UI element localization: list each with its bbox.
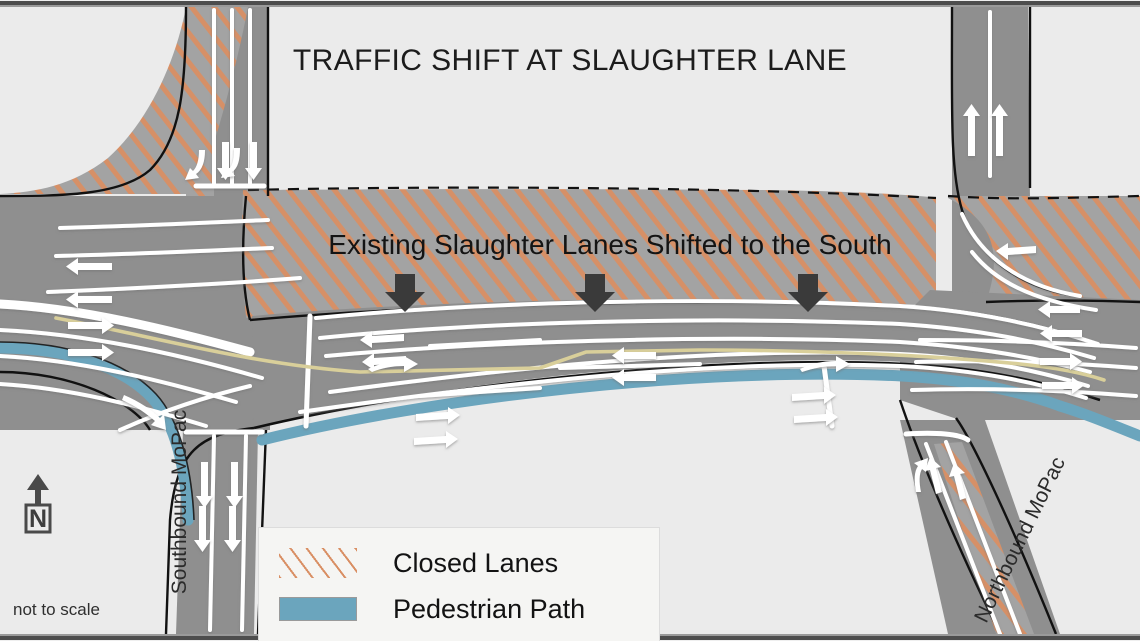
arrow-sb-south-4 bbox=[224, 506, 241, 552]
arrow-nb-up-3 bbox=[925, 457, 942, 494]
arrow-east-2 bbox=[68, 344, 114, 361]
legend-swatch-closed-lanes bbox=[279, 548, 357, 578]
arrow-sb-turn-2 bbox=[221, 148, 240, 178]
arrow-east-wb-3 bbox=[1040, 325, 1082, 342]
legend-label-pedestrian-path: Pedestrian Path bbox=[393, 593, 586, 624]
arrow-east-wb-1 bbox=[996, 243, 1036, 260]
compass-letter: N bbox=[29, 505, 47, 533]
north-arrow-icon: N bbox=[24, 474, 52, 534]
scale-note: not to scale bbox=[13, 600, 100, 619]
legend-label-closed-lanes: Closed Lanes bbox=[393, 547, 559, 578]
arrow-sb-turn-1 bbox=[185, 150, 205, 180]
arrow-nb-up-4 bbox=[949, 463, 966, 500]
arrow-corridor-merge-1 bbox=[800, 356, 850, 372]
center-line bbox=[54, 316, 1106, 382]
page-title: TRAFFIC SHIFT AT SLAUGHTER LANE bbox=[292, 44, 848, 77]
arrow-sb-down-2 bbox=[245, 142, 262, 180]
arrow-east-eb-2 bbox=[1042, 377, 1084, 394]
arrow-nb-up-1 bbox=[963, 104, 980, 156]
arrow-corridor-eb-2 bbox=[414, 431, 458, 448]
arrow-west-2 bbox=[66, 291, 112, 308]
shift-note-label: Existing Slaughter Lanes Shifted to the … bbox=[328, 229, 892, 260]
arrow-sb-south-1 bbox=[196, 462, 213, 508]
legend-item-pedestrian-path: Pedestrian Path bbox=[259, 586, 659, 632]
arrow-corridor-eb-4 bbox=[794, 409, 838, 426]
arrow-corridor-wb-turn bbox=[368, 356, 418, 372]
road-label-southbound-mopac: Southbound MoPac bbox=[168, 409, 192, 595]
arrow-corridor-wb-4 bbox=[612, 369, 656, 386]
arrow-west-1 bbox=[66, 258, 112, 275]
arrow-corridor-wb-2 bbox=[362, 353, 406, 370]
legend-swatch-pedestrian-path bbox=[279, 597, 357, 621]
shift-arrow-3 bbox=[788, 274, 828, 312]
arrow-east-wb-2 bbox=[1038, 301, 1080, 318]
arrow-corridor-wb-1 bbox=[360, 331, 404, 348]
lane-arrows bbox=[66, 104, 1084, 552]
arrow-corridor-eb-3 bbox=[792, 387, 836, 404]
arrow-nb-up-2 bbox=[991, 104, 1008, 156]
pedestrian-path-outline bbox=[0, 341, 195, 521]
arrow-corridor-wb-3 bbox=[612, 347, 656, 364]
shift-arrow-1 bbox=[385, 274, 425, 312]
shift-arrows bbox=[385, 274, 828, 312]
top-border bbox=[0, 0, 1140, 7]
arrow-sb-south-2 bbox=[226, 462, 243, 508]
arrow-east-1 bbox=[68, 317, 114, 334]
arrow-corridor-eb-1 bbox=[416, 407, 460, 424]
legend-item-closed-lanes: Closed Lanes bbox=[259, 540, 659, 586]
arrow-sb-south-3 bbox=[194, 506, 211, 552]
arrow-nb-turn-1 bbox=[914, 458, 928, 492]
arrow-merge-west bbox=[122, 395, 166, 430]
legend: Closed Lanes Pedestrian Path bbox=[258, 527, 660, 641]
shift-arrow-2 bbox=[575, 274, 615, 312]
arrow-east-eb-1 bbox=[1040, 353, 1082, 370]
